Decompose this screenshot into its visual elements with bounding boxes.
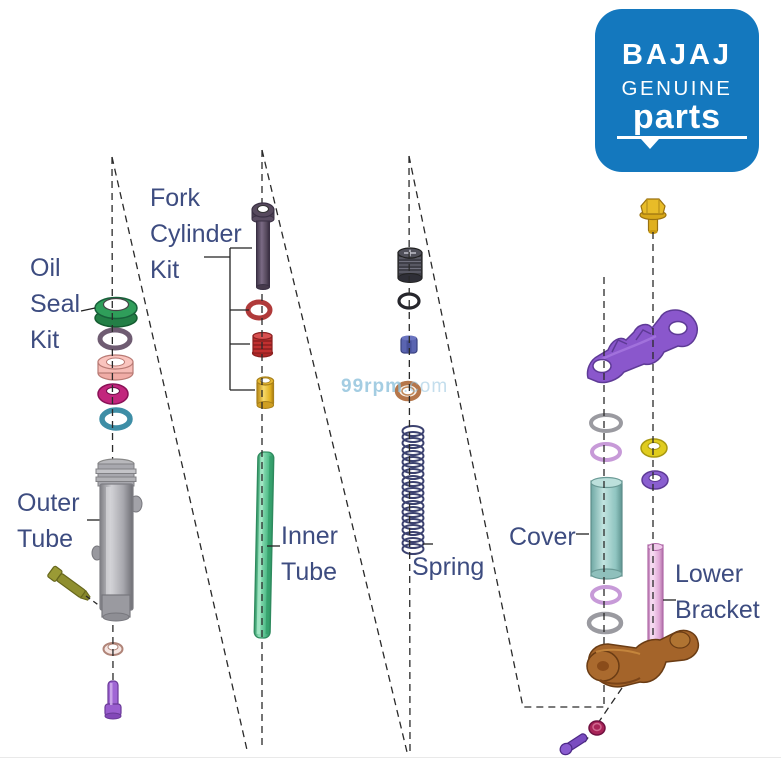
- watermark-suffix: .com: [403, 376, 449, 397]
- part-copper-washer: [394, 380, 422, 402]
- part-top-bolt-gold: [639, 198, 667, 234]
- part-cover: [590, 476, 623, 580]
- pointer-lines: [80, 247, 676, 601]
- label-line: Fork: [150, 184, 200, 212]
- part-bottom-bolt: [104, 680, 122, 720]
- logo-underline: [617, 136, 747, 139]
- part-ring-purple: [641, 470, 669, 490]
- label-line: Cylinder: [150, 220, 242, 248]
- part-inner-tube: [253, 451, 275, 639]
- label-line: Oil: [30, 254, 61, 282]
- part-seal-ring-dark: [97, 327, 133, 351]
- label-spring: Spring: [412, 549, 484, 585]
- label-line: Kit: [150, 256, 180, 284]
- label-line: Lower: [675, 560, 744, 588]
- label-line: Outer: [17, 489, 80, 517]
- label-cover: Cover: [509, 519, 576, 555]
- part-bush-yellow: [256, 376, 275, 409]
- part-stem-nut: [588, 720, 606, 736]
- label-line: Inner: [281, 522, 338, 550]
- part-fork-cap: [397, 247, 423, 283]
- watermark: 99rpm.com: [341, 376, 448, 398]
- logo-parts-text: parts: [632, 98, 722, 136]
- label-line: Kit: [30, 326, 60, 354]
- label-fork-cylinder-kit: Fork Cylinder Kit: [150, 180, 242, 288]
- part-ring-steel-bottom: [586, 611, 624, 635]
- part-drain-bolt: [47, 565, 91, 601]
- part-outer-tube: [91, 458, 143, 622]
- label-line: Tube: [281, 558, 338, 586]
- part-oil-seal: [94, 296, 138, 328]
- label-line: Cover: [509, 523, 576, 551]
- part-o-ring-red: [245, 299, 273, 321]
- part-upper-bracket: [586, 309, 698, 384]
- part-fork-cylinder: [251, 202, 275, 290]
- logo-arrow-icon: [641, 139, 659, 149]
- label-line: Seal: [30, 290, 81, 318]
- part-spring: [401, 425, 425, 555]
- part-lower-bracket: [586, 629, 700, 688]
- logo-brand-text: BAJAJ: [621, 39, 733, 71]
- label-line: Spring: [412, 553, 485, 581]
- label-lower-bracket: Lower Bracket: [675, 556, 760, 628]
- part-stem-bolt: [559, 733, 588, 756]
- label-line: Bracket: [675, 596, 760, 624]
- part-ring-steel-top: [589, 413, 623, 433]
- label-inner-tube: Inner Tube: [281, 518, 338, 590]
- part-bush-pink: [97, 354, 134, 381]
- part-ring-yellow: [640, 438, 668, 458]
- part-ring-lavender-top: [590, 442, 622, 462]
- image-bottom-edge: [0, 757, 781, 758]
- part-o-ring-teal: [99, 407, 133, 431]
- label-oil-seal-kit: Oil Seal Kit: [30, 250, 80, 358]
- part-ring-magenta: [97, 383, 129, 405]
- logo-genuine-text: GENUINE: [621, 77, 733, 100]
- bajaj-genuine-parts-logo: BAJAJ GENUINE parts: [595, 9, 759, 172]
- label-line: Tube: [17, 525, 74, 553]
- watermark-text: 99rpm: [341, 376, 404, 397]
- label-outer-tube: Outer Tube: [17, 485, 80, 557]
- part-ring-lavender-bottom: [590, 585, 622, 605]
